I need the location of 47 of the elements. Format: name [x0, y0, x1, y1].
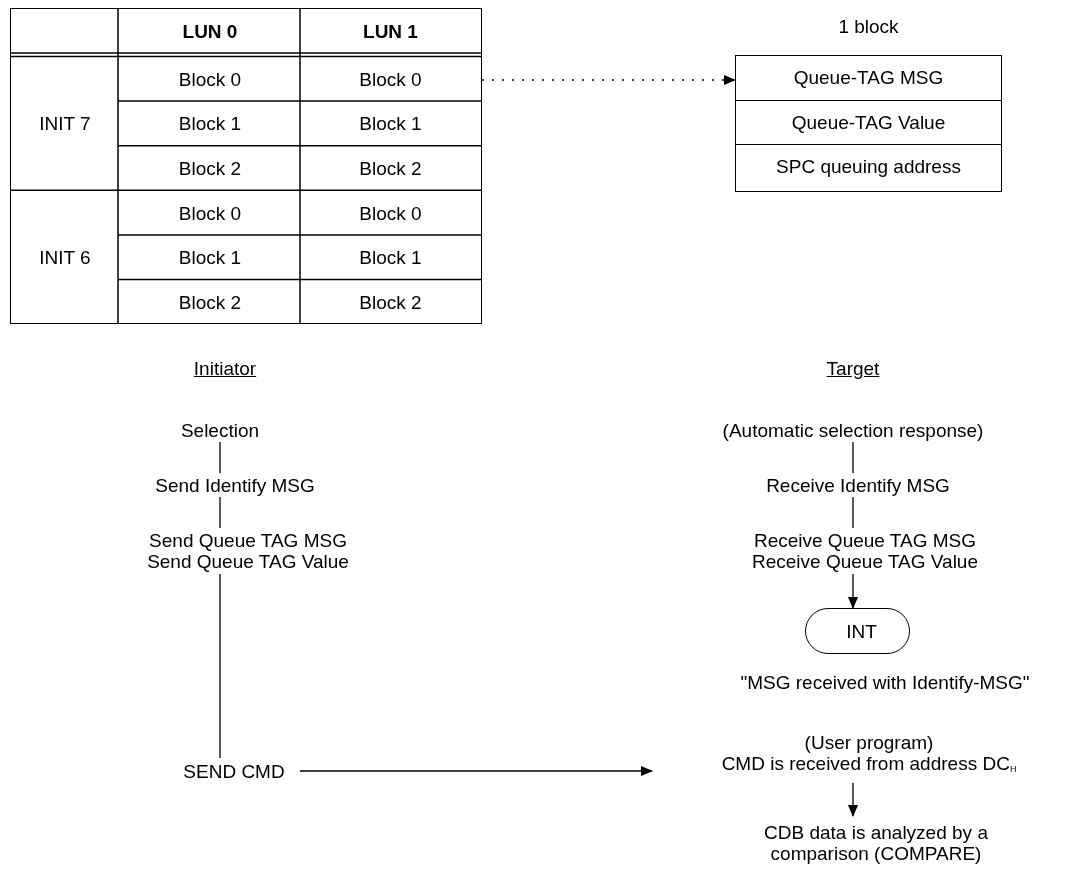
step-label: Send Identify MSG	[155, 474, 315, 496]
arrow	[848, 782, 858, 817]
table-cell: Block 2	[359, 158, 422, 180]
row-header: INIT 7	[39, 113, 91, 136]
step-label: CMD is received from address DC$_{H}$	[721, 753, 1017, 776]
field-row-text: SPC queuing address	[775, 155, 962, 180]
table-cell: Block 1	[359, 247, 422, 270]
block-layout-box	[735, 55, 1002, 192]
connector-line	[219, 573, 221, 759]
arrow	[299, 766, 653, 776]
connector-line	[852, 496, 854, 529]
step-label: (User program)	[804, 732, 934, 753]
table-cell: Block 2	[178, 158, 242, 180]
connector-line	[219, 441, 221, 474]
connector-line	[219, 496, 221, 529]
step-label: Send Queue TAG Value	[147, 551, 349, 572]
table-cell: Block 2	[178, 291, 242, 314]
connector-line	[852, 441, 854, 474]
table-cell: Block 1	[178, 247, 242, 270]
caption-text: "MSG received with Identify-MSG"	[739, 672, 1031, 694]
field-row: Queue-TAG MSG	[736, 56, 1001, 101]
table-cell: Block 1	[178, 113, 242, 136]
step-label: CDB data is analyzed by a comparison (COMPARE)	[763, 822, 989, 864]
field-row: Queue-TAG Value	[736, 100, 1001, 146]
step-label: Selection	[180, 419, 260, 441]
step-label: Send Queue TAG MSG	[149, 530, 347, 551]
step-label: Receive Queue TAG MSG	[753, 530, 977, 551]
table-cell: Block 0	[359, 202, 422, 225]
arrow	[848, 573, 858, 609]
table-cell: Block 2	[359, 291, 422, 314]
column-heading: Target	[825, 358, 881, 380]
dotted-arrow	[481, 75, 736, 85]
column-heading: Initiator	[192, 358, 258, 380]
table-cell: Block 1	[359, 113, 422, 136]
step-label: SEND CMD	[183, 760, 285, 782]
step-label: Receive Queue TAG Value	[752, 551, 978, 572]
column-header: LUN 0	[182, 20, 238, 43]
column-header: LUN 1	[363, 20, 418, 43]
data-table	[10, 8, 482, 324]
interrupt-label: INT	[845, 620, 877, 642]
step-label: (Automatic selection response)	[722, 419, 984, 441]
caption-text: 1 block	[837, 16, 900, 38]
step-label: Receive Identify MSG	[766, 474, 950, 496]
table-cell: Block 0	[359, 68, 422, 91]
table-cell: Block 0	[178, 202, 242, 225]
row-header: INIT 6	[39, 247, 91, 270]
table-cell: Block 0	[178, 68, 242, 91]
